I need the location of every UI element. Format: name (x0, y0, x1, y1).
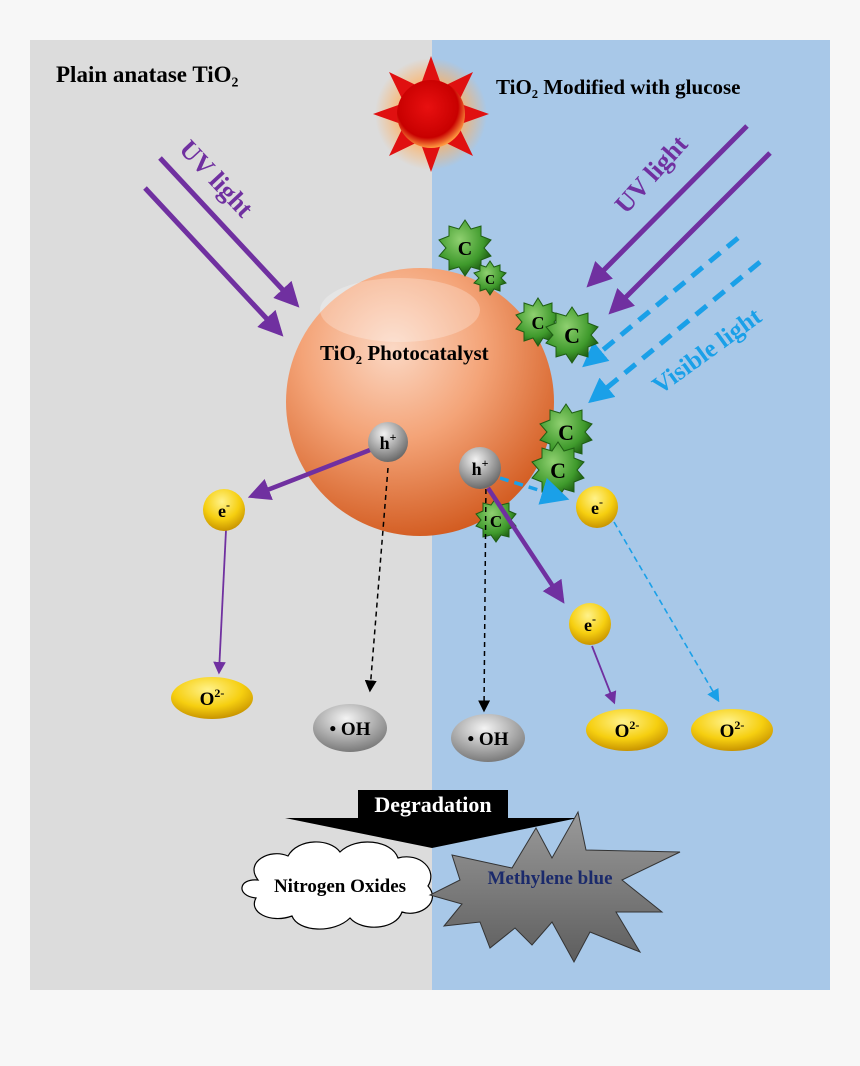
svg-text:C: C (564, 323, 580, 348)
svg-text:e-: e- (584, 612, 596, 635)
svg-text:• OH: • OH (330, 719, 371, 740)
tio2-sphere-highlight (320, 278, 480, 342)
svg-text:C: C (532, 313, 545, 333)
left-panel-title: Plain anatase TiO₂ (56, 62, 239, 87)
uv-light-arrows-right (586, 124, 772, 315)
svg-text:C: C (490, 512, 502, 531)
svg-text:C: C (550, 458, 566, 483)
svg-text:C: C (485, 273, 495, 288)
charge-transfer-arrows (213, 447, 720, 713)
svg-text:h+: h+ (380, 430, 397, 453)
hydroxyl-left: • OH (313, 704, 387, 752)
carbon-particle: C (473, 260, 507, 296)
sun-icon (373, 56, 489, 172)
hole-left: h+ (368, 422, 408, 462)
carbon-particle: C (438, 219, 492, 277)
visible-light-arrows (582, 236, 762, 404)
electron-left: e- (203, 489, 245, 531)
carbon-particle: C (515, 297, 561, 347)
superoxide-left: O2- (171, 677, 253, 719)
svg-text:e-: e- (218, 498, 230, 521)
svg-text:O2-: O2- (615, 718, 640, 742)
uv-light-arrows-left (143, 156, 300, 337)
degradation-label: Degradation (374, 792, 491, 817)
electron-right-visible: e- (576, 486, 618, 528)
carbon-particle: C (539, 403, 593, 461)
svg-text:C: C (558, 420, 574, 445)
carbon-particle: C (545, 306, 599, 364)
hole-right: h+ (459, 447, 501, 489)
catalyst-label: TiO₂ Photocatalyst (320, 341, 489, 365)
svg-text:C: C (458, 238, 472, 260)
svg-text:O2-: O2- (200, 686, 225, 710)
methylene-blue-label: Methylene blue (487, 868, 612, 889)
hydroxyl-right: • OH (451, 714, 525, 762)
svg-text:O2-: O2- (720, 718, 745, 742)
svg-text:e-: e- (591, 495, 603, 518)
superoxide-right-1: O2- (586, 709, 668, 751)
superoxide-right-2: O2- (691, 709, 773, 751)
nitrogen-oxides-cloud (241, 841, 434, 930)
right-panel-title: TiO₂ Modified with glucose (496, 75, 741, 99)
svg-text:h+: h+ (472, 456, 489, 479)
electron-right-uv: e- (569, 603, 611, 645)
svg-text:• OH: • OH (468, 729, 509, 750)
methylene-blue-starburst (428, 810, 681, 964)
degradation-arrow (285, 790, 578, 848)
nitrogen-oxides-label: Nitrogen Oxides (274, 876, 406, 897)
